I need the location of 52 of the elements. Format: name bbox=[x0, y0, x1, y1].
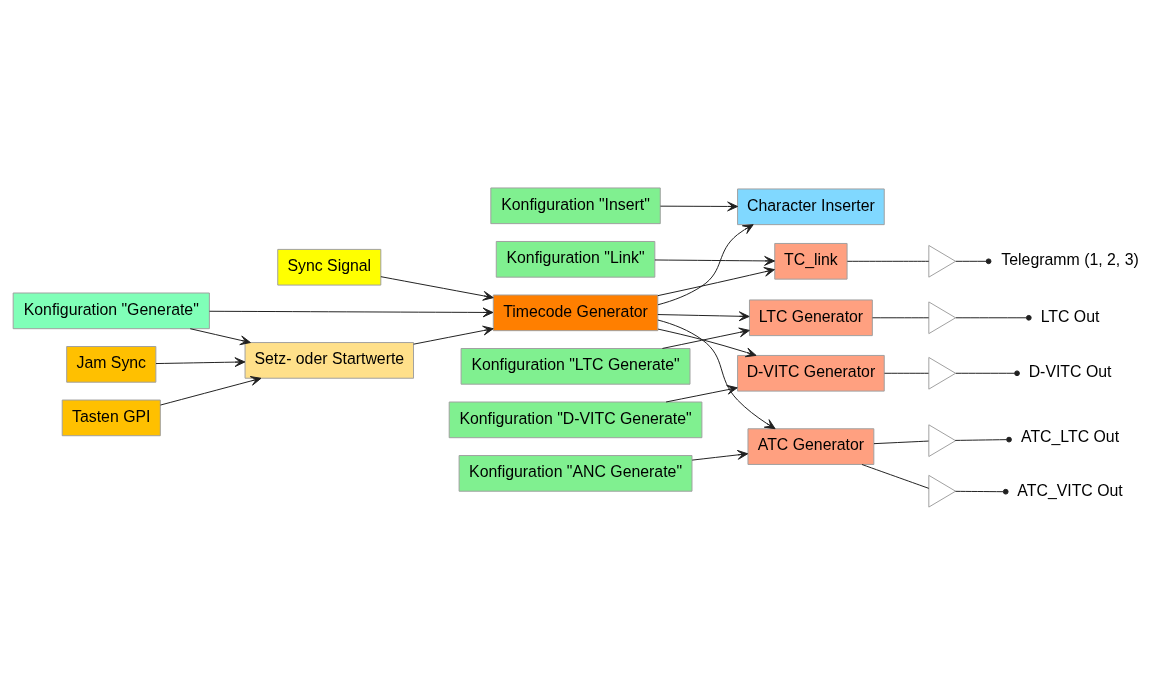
node-box: Jam Sync bbox=[66, 345, 157, 383]
node-box: Konfiguration "ANC Generate" bbox=[458, 454, 693, 492]
node-text: Telegramm (1, 2, 3) bbox=[1001, 250, 1139, 268]
node-box: TC_link bbox=[774, 242, 848, 280]
node-box: ATC Generator bbox=[747, 427, 875, 465]
connector bbox=[861, 463, 930, 489]
arrow bbox=[654, 255, 775, 266]
node-box: Timecode Generator bbox=[492, 294, 659, 331]
node-box: Konfiguration "Generate" bbox=[12, 292, 210, 329]
connector bbox=[873, 440, 929, 444]
node-triangle bbox=[928, 423, 957, 457]
arrow bbox=[189, 327, 251, 345]
connector bbox=[884, 372, 930, 374]
node-box: Character Inserter bbox=[737, 187, 885, 225]
node-text: ATC_VITC Out bbox=[1017, 481, 1123, 499]
arrow bbox=[380, 275, 494, 301]
node-triangle bbox=[928, 474, 957, 508]
node-box: D-VITC Generator bbox=[737, 354, 885, 392]
arrow bbox=[413, 325, 494, 345]
arrow bbox=[657, 223, 754, 305]
arrow bbox=[659, 201, 739, 211]
arrow bbox=[665, 384, 738, 402]
arrow bbox=[657, 319, 776, 429]
connector bbox=[955, 488, 1009, 495]
arrow bbox=[155, 356, 246, 367]
node-triangle bbox=[928, 244, 957, 278]
connector bbox=[846, 260, 930, 262]
node-triangle bbox=[928, 356, 957, 390]
connector bbox=[955, 314, 1032, 321]
node-box: Sync Signal bbox=[277, 248, 382, 286]
connector bbox=[954, 436, 1012, 442]
node-text: D-VITC Out bbox=[1028, 362, 1112, 380]
arrow bbox=[657, 266, 775, 296]
node-box: Setz- oder Startwerte bbox=[244, 341, 414, 379]
node-text: ATC_LTC Out bbox=[1021, 427, 1120, 445]
arrow bbox=[661, 327, 750, 349]
node-box: Konfiguration "LTC Generate" bbox=[460, 347, 691, 385]
node-box: Tasten GPI bbox=[61, 399, 161, 436]
node-box: Konfiguration "Link" bbox=[495, 240, 656, 278]
arrow bbox=[691, 449, 749, 461]
arrow bbox=[657, 310, 750, 321]
connector bbox=[955, 369, 1020, 376]
arrow bbox=[159, 375, 262, 406]
node-box: LTC Generator bbox=[748, 298, 873, 336]
connector bbox=[955, 257, 992, 264]
connector bbox=[872, 316, 930, 318]
node-box: Konfiguration "Insert" bbox=[490, 186, 661, 224]
arrow bbox=[208, 306, 494, 317]
node-triangle bbox=[928, 300, 957, 334]
node-text: LTC Out bbox=[1040, 307, 1100, 325]
arrow bbox=[657, 328, 757, 357]
node-box: Konfiguration "D-VITC Generate" bbox=[448, 401, 703, 438]
